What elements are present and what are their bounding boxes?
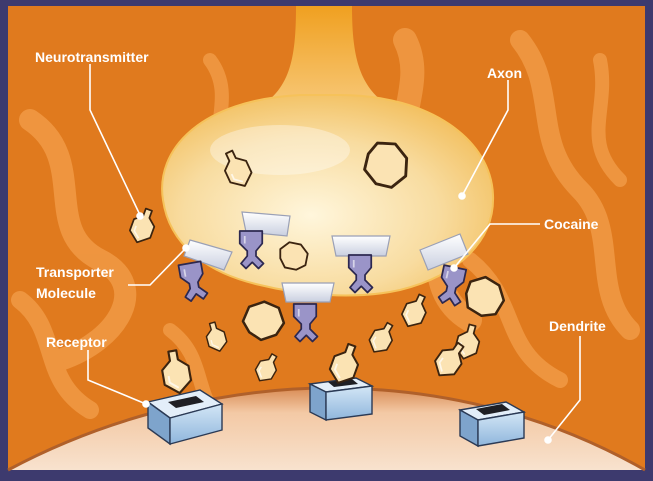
label-dendrite: Dendrite (549, 318, 606, 334)
label-neurotransmitter: Neurotransmitter (35, 49, 149, 65)
label-axon: Axon (487, 65, 522, 81)
label-transporter-line2: Molecule (36, 285, 96, 301)
label-receptor: Receptor (46, 334, 107, 350)
label-transporter-line1: Transporter (36, 264, 114, 280)
label-cocaine: Cocaine (544, 216, 599, 232)
receptor (460, 402, 524, 446)
